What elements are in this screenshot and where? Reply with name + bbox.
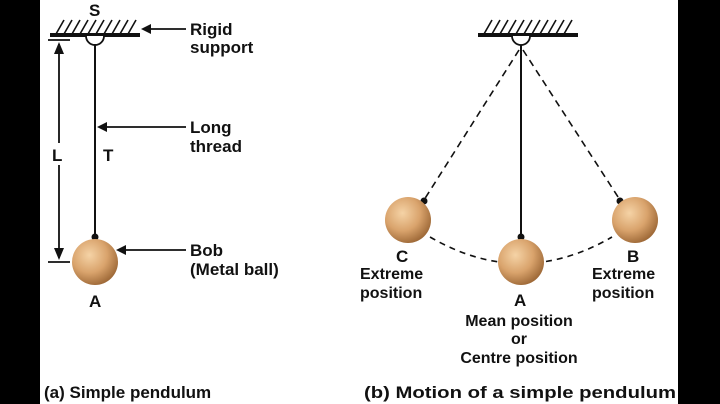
- left-label-line1: Extreme: [360, 266, 423, 283]
- center-bob: [498, 239, 544, 285]
- center-knot: [517, 233, 525, 241]
- caption-a: (a) Simple pendulum: [44, 383, 211, 402]
- right-thread-dashed: [522, 49, 621, 201]
- left-label-line2: position: [360, 285, 422, 302]
- right-label-line2: position: [592, 285, 654, 302]
- center-label-line2: or: [511, 331, 527, 348]
- thread-knot: [91, 233, 99, 241]
- length-arrowhead-top: [54, 42, 64, 54]
- center-label-line1: Mean position: [465, 313, 573, 330]
- left-thread-dashed: [423, 49, 520, 201]
- bob-letter: A: [89, 292, 101, 311]
- rigid-support-hatching: [55, 19, 137, 35]
- center-label-line3: Centre position: [460, 350, 577, 367]
- left-bob: [385, 197, 431, 243]
- length-arrowhead-bottom: [54, 248, 64, 260]
- right-bob: [612, 197, 658, 243]
- swing-arc: [429, 236, 613, 265]
- simple-pendulum-panel: L S Rigid support Long thread T Bob (Met…: [44, 1, 279, 402]
- thread-label-line1: Long: [190, 118, 232, 137]
- caption-b: (b) Motion of a simple pendulum: [364, 383, 676, 402]
- thread-letter: T: [103, 146, 114, 165]
- support-letter: S: [89, 1, 100, 20]
- support-label-line2: support: [190, 38, 254, 57]
- support-label-line1: Rigid: [190, 20, 233, 39]
- bob-ball: [72, 239, 118, 285]
- motion-support-hatching: [483, 19, 573, 35]
- length-label-gap: [50, 143, 68, 165]
- pendulum-motion-panel: C Extreme position B Extreme position A …: [360, 19, 676, 402]
- right-label-line1: Extreme: [592, 266, 655, 283]
- center-letter: A: [514, 291, 526, 310]
- right-letter: B: [627, 247, 639, 266]
- length-letter: L: [52, 146, 62, 165]
- left-letter: C: [396, 247, 408, 266]
- bob-label-line2: (Metal ball): [190, 260, 279, 279]
- thread-label-line2: thread: [190, 137, 242, 156]
- white-panel: [40, 0, 678, 404]
- bob-label-line1: Bob: [190, 241, 223, 260]
